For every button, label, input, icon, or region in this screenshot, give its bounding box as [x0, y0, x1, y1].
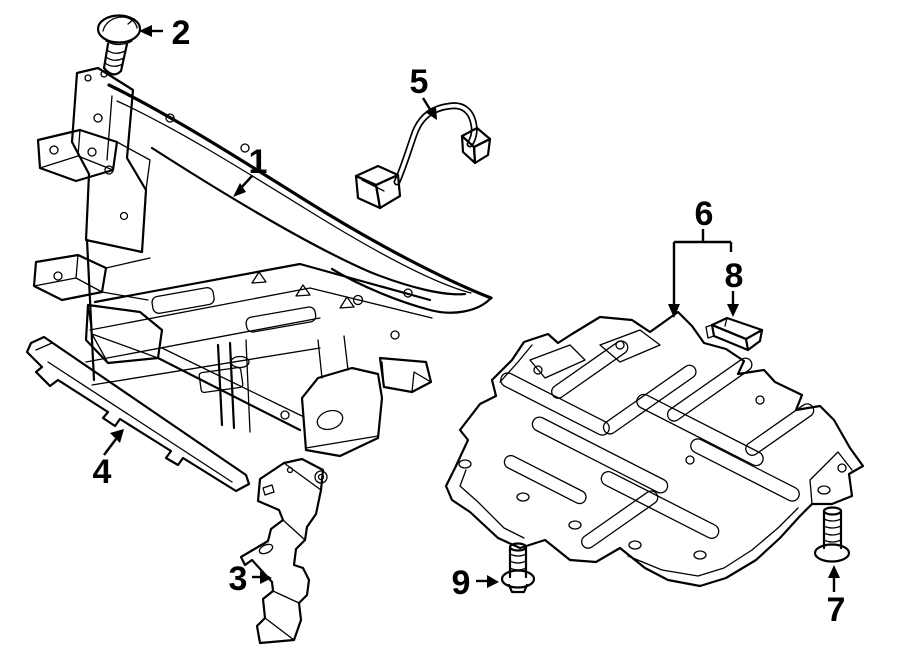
- callout-6-arrow: [668, 304, 680, 318]
- callout-4-label[interactable]: 4: [93, 453, 112, 491]
- callout-8: 8: [725, 257, 744, 317]
- callout-6-label[interactable]: 6: [695, 195, 714, 233]
- callout-8-label[interactable]: 8: [725, 257, 744, 295]
- callout-3-label[interactable]: 3: [229, 560, 248, 598]
- callout-5-arrow: [425, 106, 437, 120]
- clip-drawing: [705, 316, 764, 352]
- callout-2-label[interactable]: 2: [172, 14, 191, 52]
- bolt-drawing-9: [500, 542, 536, 594]
- callout-1-label[interactable]: 1: [249, 143, 268, 181]
- radiator-support-drawing: [32, 66, 493, 458]
- callout-1: 1: [233, 143, 267, 197]
- callout-4: 4: [93, 429, 124, 491]
- callout-5-label[interactable]: 5: [410, 63, 429, 101]
- deflector-strip-drawing: [25, 335, 251, 493]
- callout-4-arrow: [110, 429, 124, 443]
- callout-7: 7: [827, 565, 846, 629]
- callout-9: 9: [452, 564, 499, 602]
- callout-2-arrow: [139, 25, 152, 37]
- callout-3: 3: [229, 560, 272, 598]
- callout-9-label[interactable]: 9: [452, 564, 471, 602]
- sensor-harness-drawing: [354, 102, 492, 210]
- callout-6: 6: [668, 195, 733, 318]
- splash-shield-drawing: [444, 310, 865, 588]
- callout-9-arrow: [487, 575, 499, 588]
- callout-8-arrow: [727, 304, 739, 317]
- callout-2: 2: [139, 14, 190, 52]
- screw-drawing: [96, 14, 142, 76]
- callout-7-label[interactable]: 7: [827, 591, 846, 629]
- callout-1-arrow: [233, 183, 246, 197]
- callout-7-arrow: [828, 565, 840, 578]
- callout-3-arrow: [260, 571, 272, 584]
- bracket-drawing: [239, 457, 328, 645]
- bolt-drawing-7: [813, 506, 851, 563]
- callout-5: 5: [410, 63, 437, 120]
